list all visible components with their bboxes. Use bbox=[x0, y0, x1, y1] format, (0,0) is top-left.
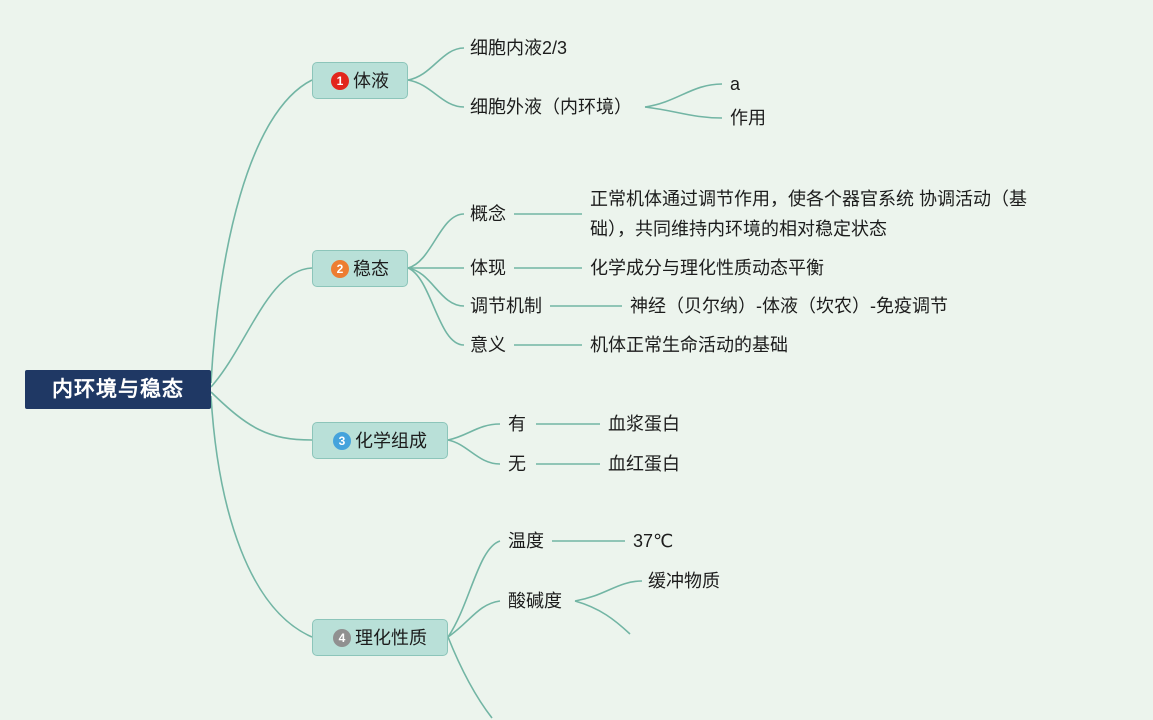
branch-number-badge: 4 bbox=[333, 628, 351, 647]
branch-label: 稳态 bbox=[353, 258, 389, 279]
node-regulation-content[interactable]: 神经（贝尔纳）-体液（坎农）-免疫调节 bbox=[630, 296, 948, 316]
branch-node-homeostasis[interactable]: 2 稳态 bbox=[312, 250, 408, 287]
node-extracellular-fluid[interactable]: 细胞外液（内环境） bbox=[470, 97, 632, 117]
branch-number-badge: 1 bbox=[331, 71, 349, 90]
connector-extracellular-function bbox=[644, 106, 723, 119]
connector-branch3-has bbox=[447, 423, 501, 441]
node-manifestation-content[interactable]: 化学成分与理化性质动态平衡 bbox=[590, 258, 824, 278]
node-temperature-label[interactable]: 温度 bbox=[508, 531, 544, 551]
branch-node-body-fluid[interactable]: 1 体液 bbox=[312, 62, 408, 99]
branch-label: 化学组成 bbox=[355, 430, 427, 451]
branch-node-physicochemical-properties[interactable]: 4 理化性质 bbox=[312, 619, 448, 656]
connector-extracellular-a bbox=[644, 83, 723, 108]
branch-label: 理化性质 bbox=[355, 627, 427, 648]
node-regulation-label[interactable]: 调节机制 bbox=[470, 296, 542, 316]
root-node[interactable]: 内环境与稳态 bbox=[25, 370, 211, 409]
connector-ph-buffer bbox=[574, 580, 643, 602]
connector-branch4-temperature bbox=[447, 540, 501, 638]
connector-branch3-lacks bbox=[447, 439, 501, 465]
connector-branch4-ph bbox=[447, 600, 501, 638]
branch-number-badge: 2 bbox=[331, 259, 349, 278]
node-significance-label[interactable]: 意义 bbox=[470, 335, 506, 355]
node-lacks-label[interactable]: 无 bbox=[508, 454, 526, 474]
connector-root-branch-2 bbox=[210, 267, 313, 388]
connector-branch1-extracellular bbox=[407, 79, 465, 108]
node-ph-label[interactable]: 酸碱度 bbox=[508, 591, 562, 611]
node-extracellular-child-function[interactable]: 作用 bbox=[730, 108, 766, 128]
connector-root-branch-3 bbox=[210, 391, 313, 441]
node-concept-content[interactable]: 正常机体通过调节作用，使各个器官系统 协调活动（基础），共同维持内环境的相对稳定… bbox=[590, 189, 1027, 239]
node-temperature-value[interactable]: 37℃ bbox=[633, 531, 674, 551]
branch-number-badge: 3 bbox=[333, 431, 351, 450]
branch-label: 体液 bbox=[353, 70, 389, 91]
node-intracellular-fluid[interactable]: 细胞内液2/3 bbox=[470, 38, 568, 58]
branch-node-chemical-composition[interactable]: 3 化学组成 bbox=[312, 422, 448, 459]
connector-branch2-regulation bbox=[407, 267, 465, 307]
node-manifestation-label[interactable]: 体现 bbox=[470, 258, 506, 278]
connector-branch1-intracellular bbox=[407, 47, 465, 81]
node-plasma-protein[interactable]: 血浆蛋白 bbox=[608, 414, 680, 434]
connector-root-branch-1 bbox=[210, 79, 313, 384]
node-hemoglobin[interactable]: 血红蛋白 bbox=[608, 454, 680, 474]
connector-branch2-concept bbox=[407, 213, 465, 269]
connector-root-branch-4 bbox=[210, 395, 313, 638]
node-has-label[interactable]: 有 bbox=[508, 414, 526, 434]
connector-branch2-significance bbox=[407, 267, 465, 346]
node-concept-label[interactable]: 概念 bbox=[470, 204, 506, 224]
node-extracellular-child-a[interactable]: a bbox=[730, 74, 741, 94]
connector-branch4-truncated bbox=[447, 636, 493, 719]
connector-ph-truncated bbox=[574, 600, 631, 635]
node-significance-content[interactable]: 机体正常生命活动的基础 bbox=[590, 335, 788, 355]
node-buffer-substance[interactable]: 缓冲物质 bbox=[648, 571, 720, 591]
